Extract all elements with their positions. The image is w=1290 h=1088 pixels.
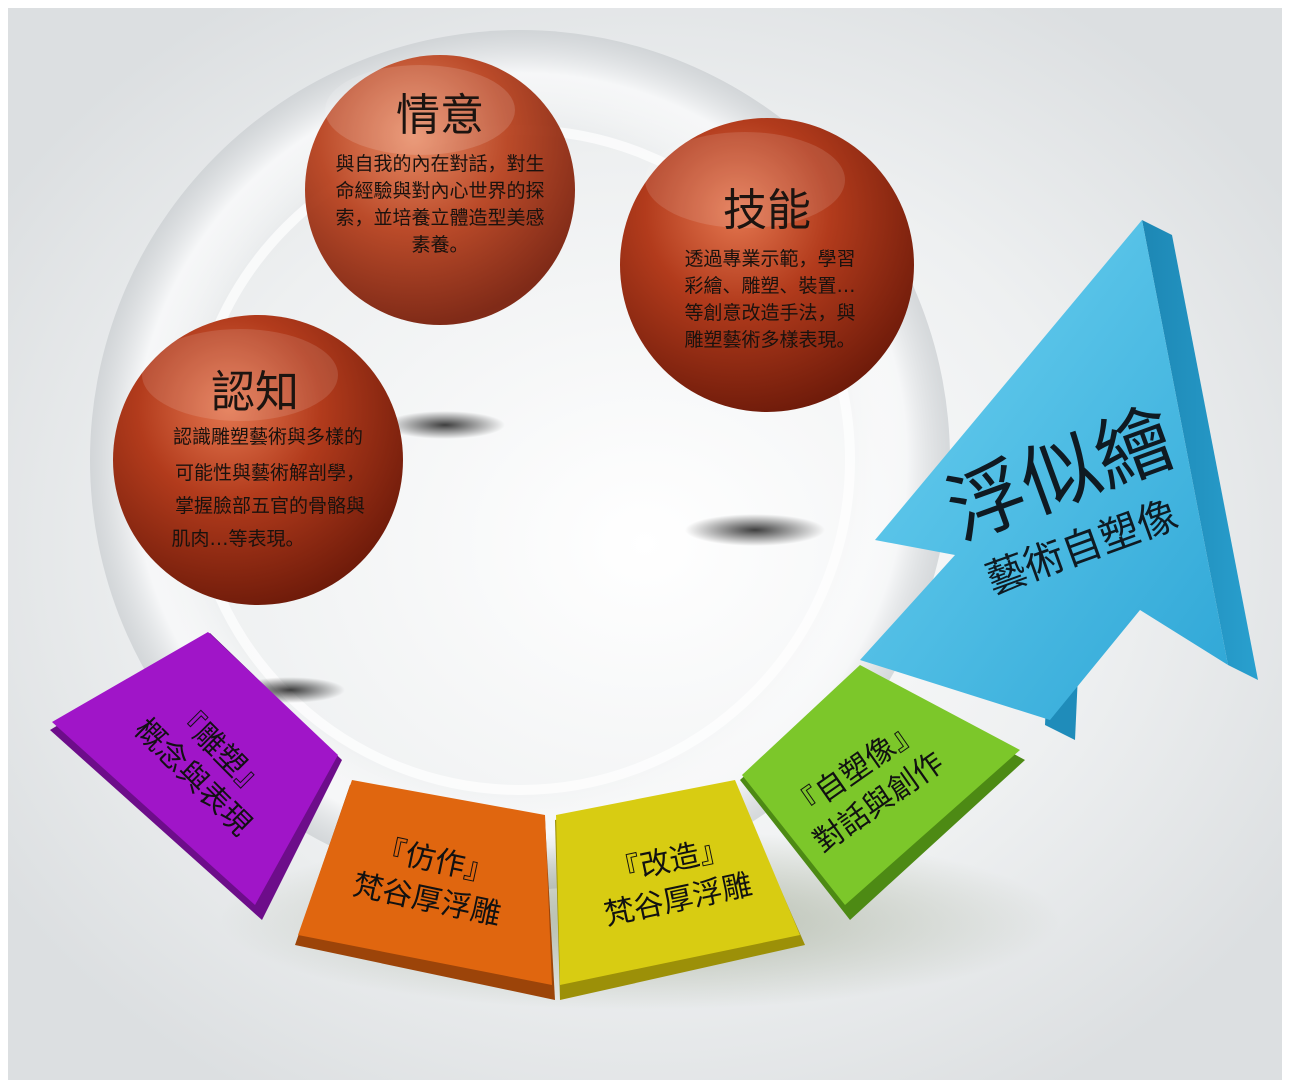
circle-highlight bbox=[645, 132, 845, 228]
segment-selfportrait: 『自塑像』 對話與創作 bbox=[740, 665, 1025, 920]
segment-transform-face bbox=[556, 780, 800, 985]
circle-jineng-ball bbox=[620, 118, 914, 412]
circle-renzhi-line-2: 可能性與藝術解剖學， bbox=[175, 462, 365, 484]
circle-qingyi-ball bbox=[305, 55, 575, 325]
circle-qingyi-line-2: 命經驗與對內心世界的探 bbox=[335, 180, 544, 202]
circle-qingyi-title: 情意 bbox=[396, 90, 484, 141]
circle-jineng-title: 技能 bbox=[723, 185, 811, 236]
arrow-head: 浮似繪 藝術自塑像 bbox=[860, 220, 1258, 740]
circle-renzhi-ball bbox=[113, 315, 403, 605]
circle-jineng-line-1: 透過專業示範，學習 bbox=[684, 248, 855, 270]
circle-jineng: 技能 透過專業示範，學習 彩繪、雕塑、裝置… 等創意改造手法，與 雕塑藝術多樣表… bbox=[620, 118, 914, 412]
circle-jineng-line-4: 雕塑藝術多樣表現。 bbox=[684, 329, 855, 351]
segment-imitate: 『仿作』 梵谷厚浮雕 bbox=[295, 780, 555, 1000]
ball-shadow bbox=[385, 411, 505, 439]
circle-renzhi-title: 認知 bbox=[211, 367, 299, 418]
segment-sculpture: 『雕塑』 概念與表現 bbox=[50, 632, 342, 920]
circle-qingyi-line-1: 與自我的內在對話，對生 bbox=[335, 153, 544, 175]
circle-qingyi-line-4: 素養。 bbox=[411, 234, 468, 256]
circle-highlight bbox=[325, 65, 515, 155]
circle-qingyi: 情意 與自我的內在對話，對生 命經驗與對內心世界的探 索，並培養立體造型美感 素… bbox=[305, 55, 575, 325]
circle-renzhi: 認知 認識雕塑藝術與多樣的 可能性與藝術解剖學， 掌握臉部五官的骨骼與 肌肉…等… bbox=[113, 315, 403, 605]
arrow-side bbox=[1142, 220, 1258, 680]
circle-highlight bbox=[142, 329, 338, 421]
segment-imitate-face bbox=[298, 780, 552, 985]
circle-renzhi-line-1: 認識雕塑藝術與多樣的 bbox=[173, 426, 363, 448]
arrow-face bbox=[860, 220, 1228, 720]
circle-jineng-line-3: 等創意改造手法，與 bbox=[684, 302, 855, 324]
circle-jineng-line-2: 彩繪、雕塑、裝置… bbox=[684, 275, 855, 297]
segment-selfportrait-face bbox=[742, 665, 1020, 905]
circle-renzhi-line-4: 肌肉…等表現。 bbox=[171, 528, 304, 550]
segment-transform: 『改造』 梵谷厚浮雕 bbox=[555, 780, 805, 1000]
circle-renzhi-line-3: 掌握臉部五官的骨骼與 bbox=[175, 495, 365, 517]
circle-qingyi-line-3: 索，並培養立體造型美感 bbox=[335, 207, 544, 229]
segment-sculpture-face bbox=[52, 632, 338, 905]
ball-shadow bbox=[685, 514, 825, 546]
